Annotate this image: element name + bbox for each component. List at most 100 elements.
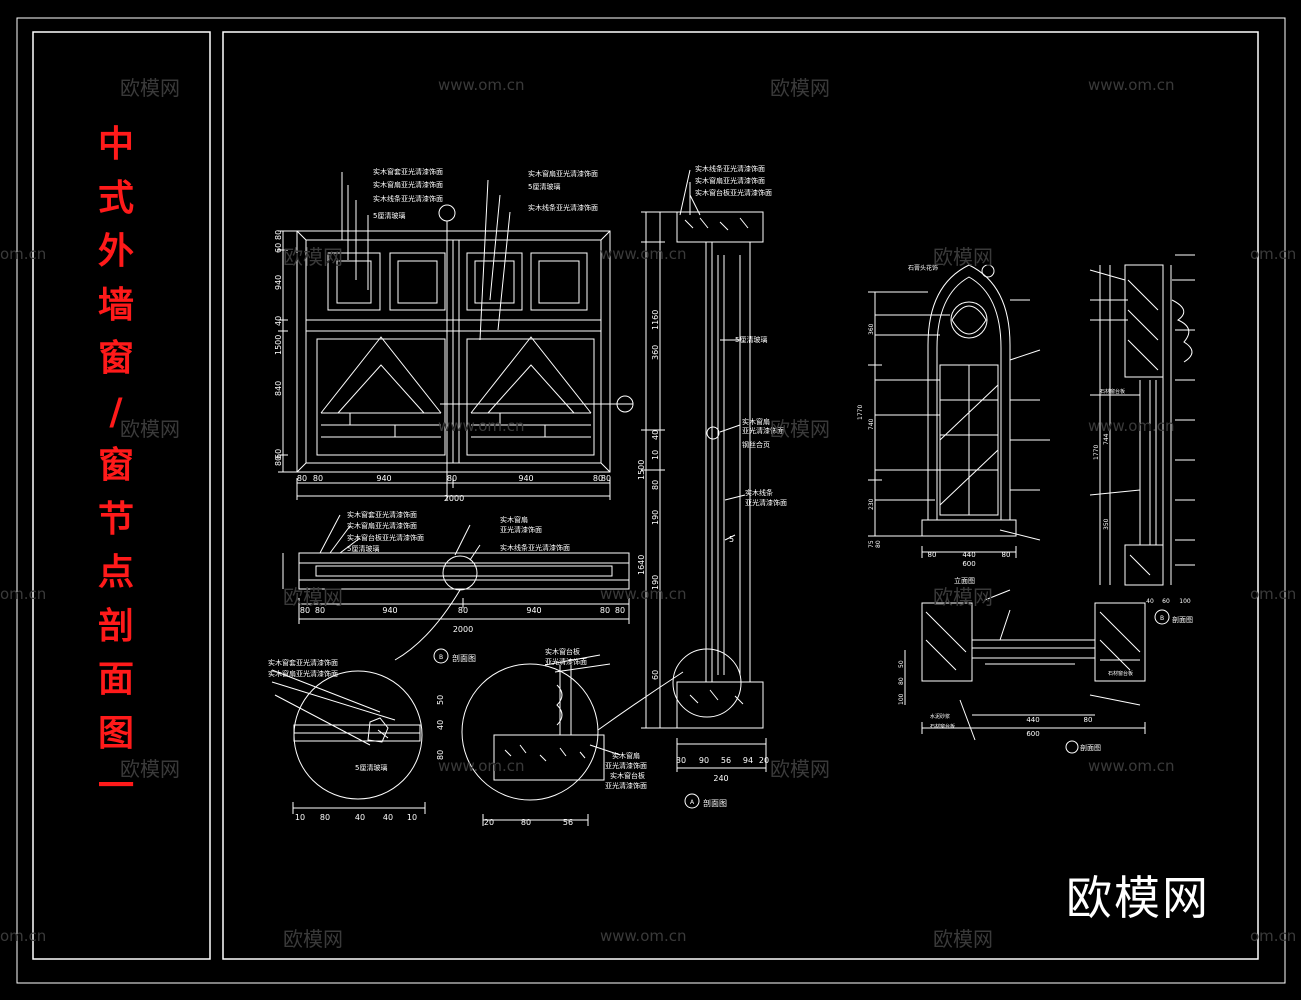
annotation-label: 实木窗台板: [610, 771, 645, 780]
dimension-label: 80: [447, 474, 457, 483]
drawing-frame: [222, 31, 1259, 960]
dimension-label: 360: [651, 345, 660, 360]
annotation-label: 实木窗扇亚光清漆饰面: [373, 180, 443, 189]
dimension-label: 20: [484, 818, 494, 827]
dimension-label: 10: [407, 813, 417, 822]
title-char: 一: [97, 765, 134, 807]
watermark-logo: 欧模网: [770, 417, 830, 441]
watermark-url: www.om.cn: [1088, 417, 1175, 435]
dimension-label: 10: [295, 813, 305, 822]
window-elevation: [278, 172, 634, 500]
dimension-label: 80: [651, 480, 660, 490]
dimension-label: 30: [676, 756, 686, 765]
annotation-label: 亚光清漆饰面: [742, 426, 784, 435]
dimension-label: 80: [928, 551, 937, 559]
dimension-label: 80: [1002, 551, 1011, 559]
dimension-label: 940: [526, 606, 541, 615]
watermark-logo: 欧模网: [933, 585, 993, 609]
dimension-label: 80: [593, 474, 603, 483]
watermark-url: www.om.cn: [438, 417, 525, 435]
dimension-label: 90: [699, 756, 709, 765]
watermark-url: om.cn: [1250, 927, 1297, 945]
dimension-label: 360: [868, 323, 875, 335]
annotation-label: 石材窗台板: [1100, 388, 1125, 395]
watermark-url: om.cn: [1250, 245, 1297, 263]
annotation-label: 实木窗扇亚光清漆饰面: [528, 169, 598, 178]
annotation-label: 实木线条亚光清漆饰面: [373, 194, 443, 203]
dimension-label: 80: [274, 456, 283, 466]
dimension-label: 80: [436, 750, 445, 760]
watermark-logo: 欧模网: [770, 76, 830, 100]
title-frame: [32, 31, 211, 960]
annotation-label: 实木线条亚光清漆饰面: [528, 203, 598, 212]
annotation-label: 亚光清漆饰面: [605, 781, 647, 790]
title-char: /: [109, 390, 123, 433]
watermark-url: www.om.cn: [438, 76, 525, 94]
annotation-label: 实木窗台板亚光清漆饰面: [347, 533, 424, 542]
annotation-label: 石材窗台板: [930, 723, 955, 730]
dimension-label: 940: [274, 275, 283, 290]
dimension-label: 56: [721, 756, 731, 765]
title-char: 墙: [97, 283, 134, 326]
annotation-label: 5: [729, 535, 734, 544]
watermark-url: www.om.cn: [600, 927, 687, 945]
title-char: 窗: [97, 337, 134, 379]
annotation-label: 5厘清玻璃: [373, 211, 405, 220]
dimension-label: 60: [1162, 598, 1170, 605]
dimension-label: 2000: [453, 625, 473, 634]
dimension-label: 80: [274, 230, 283, 240]
outer-border: [16, 17, 1286, 984]
dimension-label: 50: [898, 660, 905, 668]
annotation-label: 5厘清玻璃: [347, 544, 379, 553]
arched-window-side-section: [1089, 254, 1195, 625]
title-char: 外: [97, 230, 134, 272]
detail-circle-left: [271, 669, 426, 814]
dimension-label: 80: [875, 540, 882, 548]
dimension-label: 80: [300, 606, 310, 615]
dimension-label: 80: [1084, 716, 1093, 724]
watermark-url: www.om.cn: [600, 245, 687, 263]
annotation-label: 实木窗台板亚光清漆饰面: [695, 188, 772, 197]
watermark-url: www.om.cn: [1088, 757, 1175, 775]
dimension-label: 60: [274, 449, 283, 459]
dimension-label: 80: [315, 606, 325, 615]
annotation-label: 5厘清玻璃: [735, 335, 767, 344]
title-char: 中: [97, 123, 134, 165]
watermark-url: www.om.cn: [600, 585, 687, 603]
watermark-url: om.cn: [0, 585, 47, 603]
annotation-label: 5厘清玻璃: [355, 763, 387, 772]
dimension-label: 1500: [274, 335, 283, 355]
dimension-label: 10: [651, 450, 660, 460]
dimension-label: 80: [320, 813, 330, 822]
dimension-label: 40: [436, 720, 445, 730]
annotation-label: 亚光清漆饰面: [500, 525, 542, 534]
dimension-label: 744: [1103, 433, 1110, 445]
dimension-label: 940: [518, 474, 533, 483]
dimension-label: 80: [601, 474, 611, 483]
watermark-url: om.cn: [0, 927, 47, 945]
annotation-label: 钢丝合页: [742, 440, 770, 449]
annotation-label: 亚光清漆饰面: [545, 657, 587, 666]
annotation-label: 实木窗扇: [742, 417, 770, 426]
dimension-label: 80: [521, 818, 531, 827]
window-plan-section: [282, 514, 630, 664]
dimension-label: 40: [1146, 598, 1154, 605]
watermark-logo: 欧模网: [283, 927, 343, 951]
dimension-label: 600: [1026, 730, 1039, 738]
dimension-label: 190: [651, 510, 660, 525]
drawing-title: 中 式 外 墙 窗 / 窗 节 点 剖 面 图 一: [80, 118, 152, 814]
section-tag: A: [690, 799, 695, 806]
annotation-label: 实木窗扇亚光清漆饰面: [268, 669, 338, 678]
dimension-label: 1160: [651, 310, 660, 330]
dimension-label: 2000: [444, 494, 464, 503]
dimension-label: 1770: [857, 405, 864, 420]
annotation-label: 5厘清玻璃: [528, 182, 560, 191]
dimension-label: 80: [615, 606, 625, 615]
watermark-url: www.om.cn: [1088, 76, 1175, 94]
title-char: 剖: [97, 604, 134, 647]
dimension-label: 75: [868, 540, 875, 548]
annotation-label: 亚光清漆饰面: [745, 498, 787, 507]
section-title: 剖面图: [1172, 615, 1193, 624]
dimension-label: 1770: [1093, 445, 1100, 460]
